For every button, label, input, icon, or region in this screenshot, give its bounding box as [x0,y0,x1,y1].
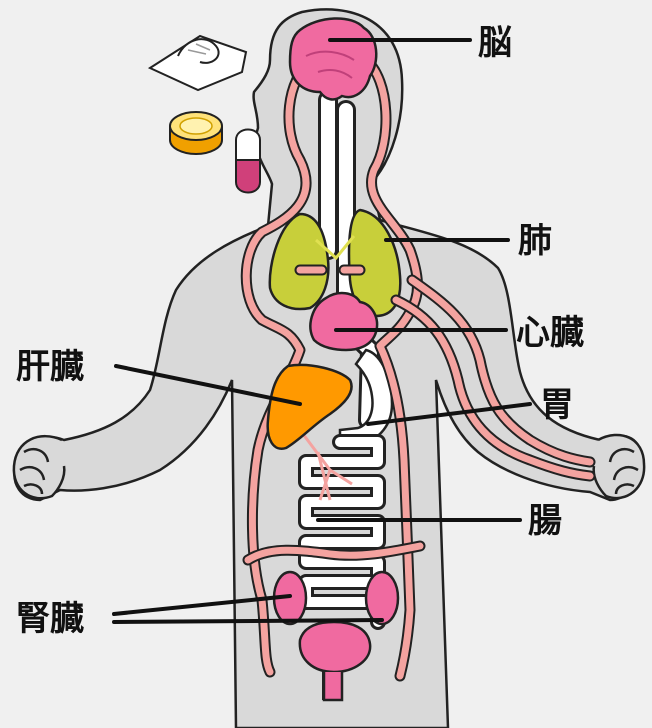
bladder [300,622,370,672]
label-brain: 脳 [478,23,512,63]
brain [290,18,376,99]
label-intestine: 腸 [528,501,562,541]
right-hand [594,435,644,498]
tablet-icon [170,112,222,154]
label-heart: 心臓 [516,313,584,353]
right-kidney [366,572,398,624]
label-stomach: 胃 [540,385,574,425]
tissue-icon [150,36,246,90]
kidney-leader-line-right [114,620,382,622]
capsule-icon [236,130,260,193]
label-lungs: 肺 [518,221,552,261]
left-hand [14,436,64,498]
label-liver: 肝臓 [16,347,84,387]
label-kidney: 腎臓 [16,599,84,639]
